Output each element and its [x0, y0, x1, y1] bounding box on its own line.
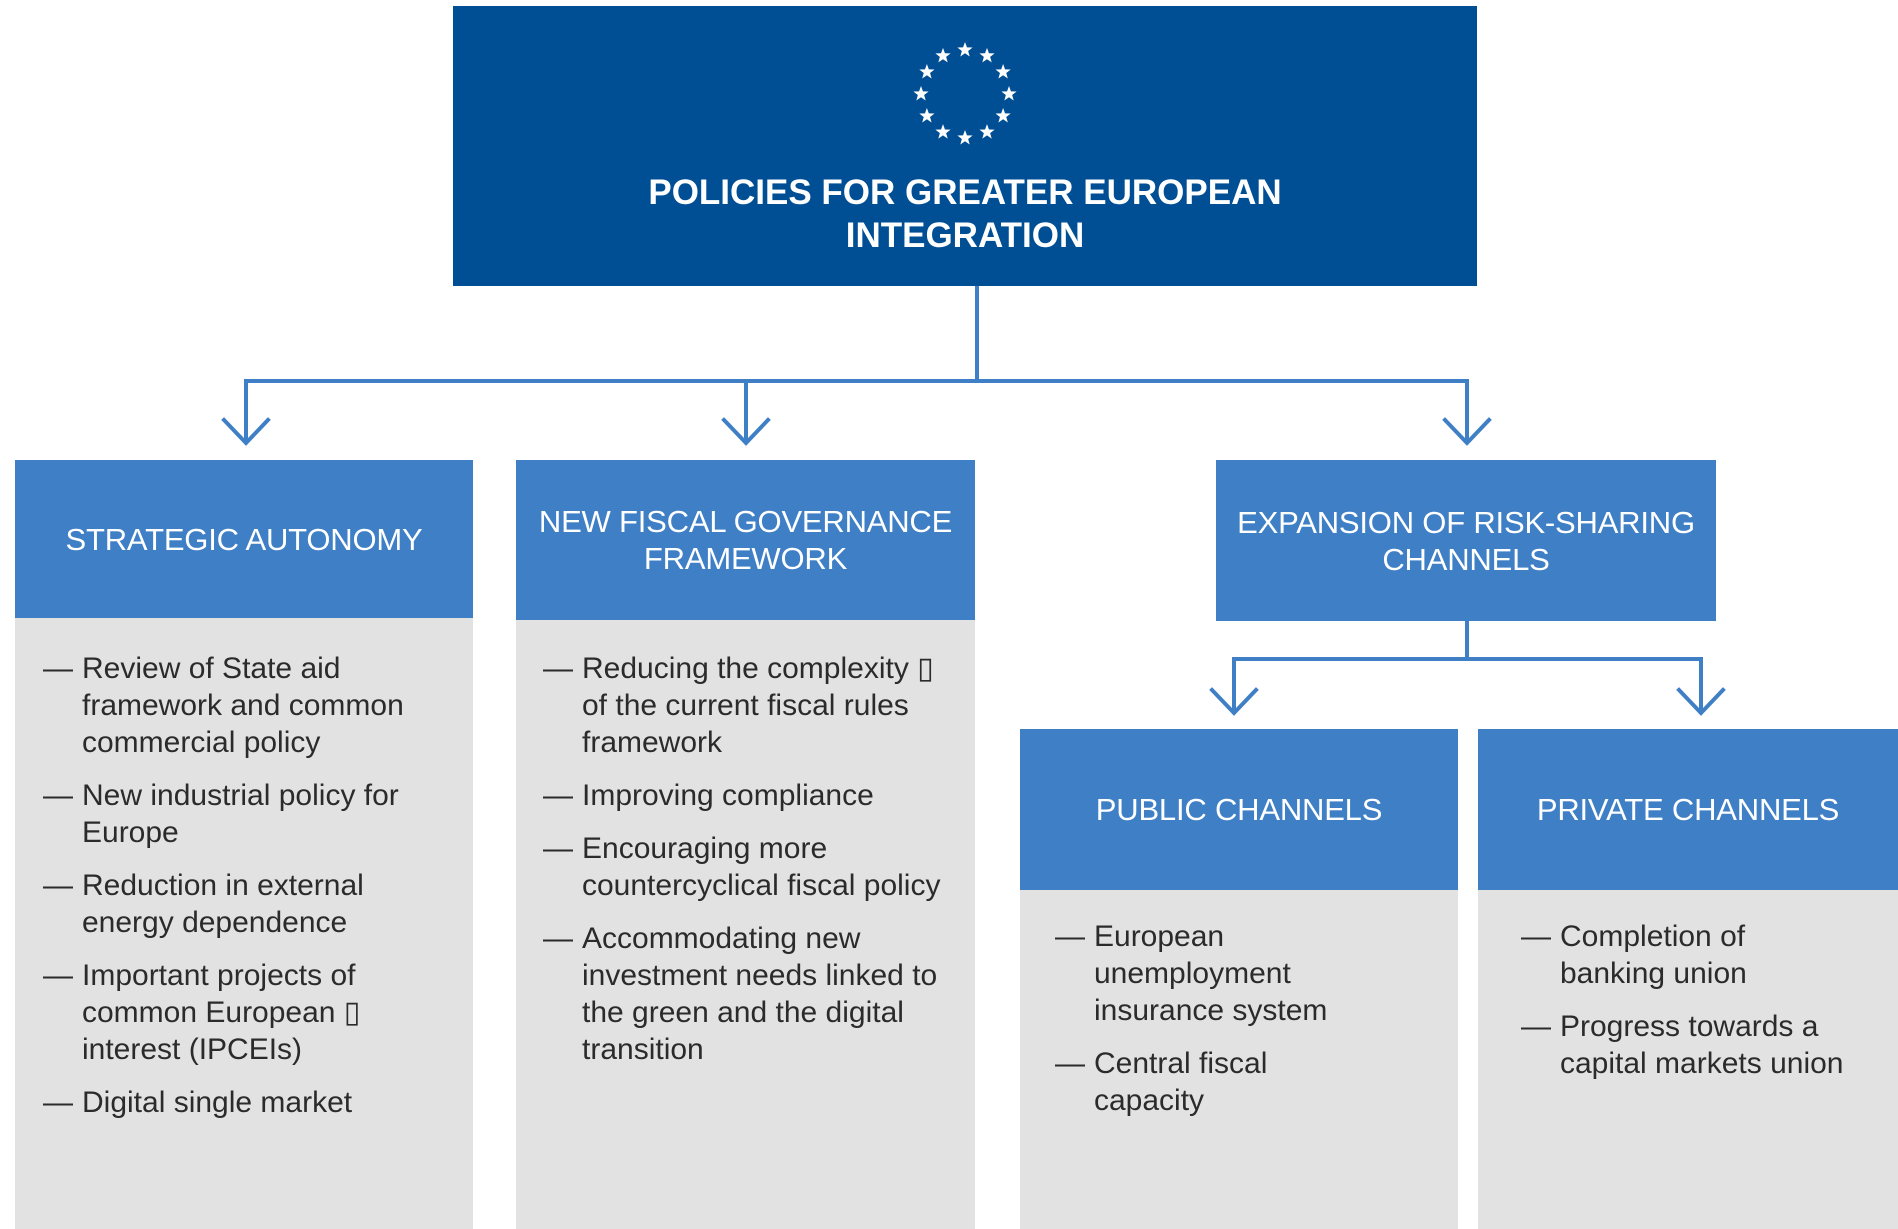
list-item-text: European unemployment insurance system: [1094, 920, 1328, 1027]
private-channels-panel: — Completion of banking union — Progress to…: [1478, 890, 1898, 1229]
bullet-dash: —: [1055, 1047, 1085, 1080]
list-item-text: Reduction in external energy dependence: [82, 869, 364, 939]
arrow-risk: [1442, 417, 1492, 446]
bullet-dash: —: [543, 832, 573, 865]
fiscal-governance-list: — Reducing the complexity ▯ of the curren…: [543, 650, 969, 1068]
bullet-dash: —: [1521, 1010, 1551, 1043]
star-icon: [957, 130, 973, 145]
list-item-text: Reducing the complexity ▯ of the current…: [582, 652, 934, 759]
top-node: POLICIES FOR GREATER EUROPEAN INTEGRATIO…: [453, 6, 1477, 286]
list-item: — Reducing the complexity ▯ of the curren…: [543, 650, 969, 761]
bullet-dash: —: [1055, 920, 1085, 953]
public-channels-panel: —European unemployment insurance system—…: [1020, 890, 1458, 1229]
arrow-private: [1676, 687, 1726, 716]
bullet-dash: —: [1521, 920, 1551, 953]
star-icon: [995, 64, 1011, 79]
list-item: — Accommodating new investment needs link…: [543, 920, 969, 1068]
list-item: — Progress towards a capital markets unio…: [1521, 1008, 1894, 1082]
top-title: POLICIES FOR GREATER EUROPEAN INTEGRATIO…: [648, 173, 1282, 255]
public-channels-header: PUBLIC CHANNELS: [1020, 729, 1458, 890]
list-item: — Review of State aid framework and commo…: [43, 650, 463, 761]
arrow-public: [1209, 687, 1259, 716]
star-icon: [995, 108, 1011, 123]
list-item: — Reduction in external energy dependence: [43, 867, 463, 941]
list-item-text: Review of State aid framework and common…: [82, 652, 404, 759]
list-item-text: Important projects of common European ▯ …: [82, 959, 361, 1066]
public-channels-title: PUBLIC CHANNELS: [1095, 792, 1383, 827]
list-item: — European unemployment insurance system: [1055, 918, 1452, 1029]
private-channels-header: PRIVATE CHANNELS: [1478, 729, 1898, 890]
list-item-text: Central fiscal capacity: [1094, 1047, 1268, 1117]
star-icon: [919, 108, 935, 123]
list-item: — Central fiscal capacity: [1055, 1045, 1452, 1119]
fiscal-governance-header: NEW FISCAL GOVERNANCE FRAMEWORK: [516, 460, 975, 620]
list-item: — Completion of banking union: [1521, 918, 1894, 992]
star-icon: [979, 124, 995, 139]
fiscal-governance-panel: — Reducing the complexity ▯ of the curren…: [516, 620, 975, 1229]
list-item: — Encouraging more countercyclical fiscal…: [543, 830, 969, 904]
private-channels-list: — Completion of banking union — Progress to…: [1521, 918, 1894, 1082]
arrow-strategic: [221, 417, 271, 446]
bullet-dash: —: [543, 652, 573, 685]
strategic-autonomy-list: — Review of State aid framework and commo…: [43, 650, 463, 1121]
list-item-text: Improving compliance: [582, 779, 874, 812]
strategic-autonomy-panel: — Review of State aid framework and commo…: [15, 618, 473, 1229]
star-icon: [919, 64, 935, 79]
private-channels-title: PRIVATE CHANNELS: [1536, 792, 1840, 827]
star-icon: [1001, 86, 1017, 101]
list-item: — New industrial policy for Europe: [43, 777, 463, 851]
public-channels-list: —European unemployment insurance system—…: [1055, 918, 1452, 1119]
list-item-text: Progress towards a capital markets union: [1560, 1010, 1844, 1080]
list-item-text: Encouraging more countercyclical fiscal …: [582, 832, 941, 902]
strategic-autonomy-title: STRATEGIC AUTONOMY: [65, 521, 423, 557]
star-icon: [979, 47, 995, 63]
bullet-dash: —: [43, 1086, 73, 1119]
arrow-fiscal: [721, 417, 771, 446]
bullet-dash: —: [43, 959, 73, 992]
list-item: — Digital single market: [43, 1084, 463, 1121]
risk-sharing-header: EXPANSION OF RISK-SHARING CHANNELS: [1216, 460, 1716, 621]
eu-stars-icon: [913, 42, 1017, 145]
bullet-dash: —: [43, 869, 73, 902]
list-item-text: Digital single market: [82, 1086, 353, 1119]
list-item: — Improving compliance: [543, 777, 969, 814]
list-item-text: Completion of banking union: [1560, 920, 1747, 990]
star-icon: [935, 124, 951, 139]
star-icon: [957, 42, 973, 57]
star-icon: [913, 86, 929, 101]
bullet-dash: —: [43, 652, 73, 685]
risk-sharing-title: EXPANSION OF RISK-SHARING CHANNELS: [1237, 504, 1695, 577]
strategic-autonomy-header: STRATEGIC AUTONOMY: [15, 460, 473, 618]
bullet-dash: —: [43, 779, 73, 812]
list-item-text: Accommodating new investment needs linke…: [582, 922, 938, 1066]
bullet-dash: —: [543, 779, 573, 812]
fiscal-governance-title: NEW FISCAL GOVERNANCE FRAMEWORK: [538, 504, 953, 576]
bullet-dash: —: [543, 922, 573, 955]
list-item-text: New industrial policy for Europe: [82, 779, 399, 849]
star-icon: [935, 47, 951, 63]
list-item: — Important projects of common European ▯…: [43, 957, 463, 1068]
